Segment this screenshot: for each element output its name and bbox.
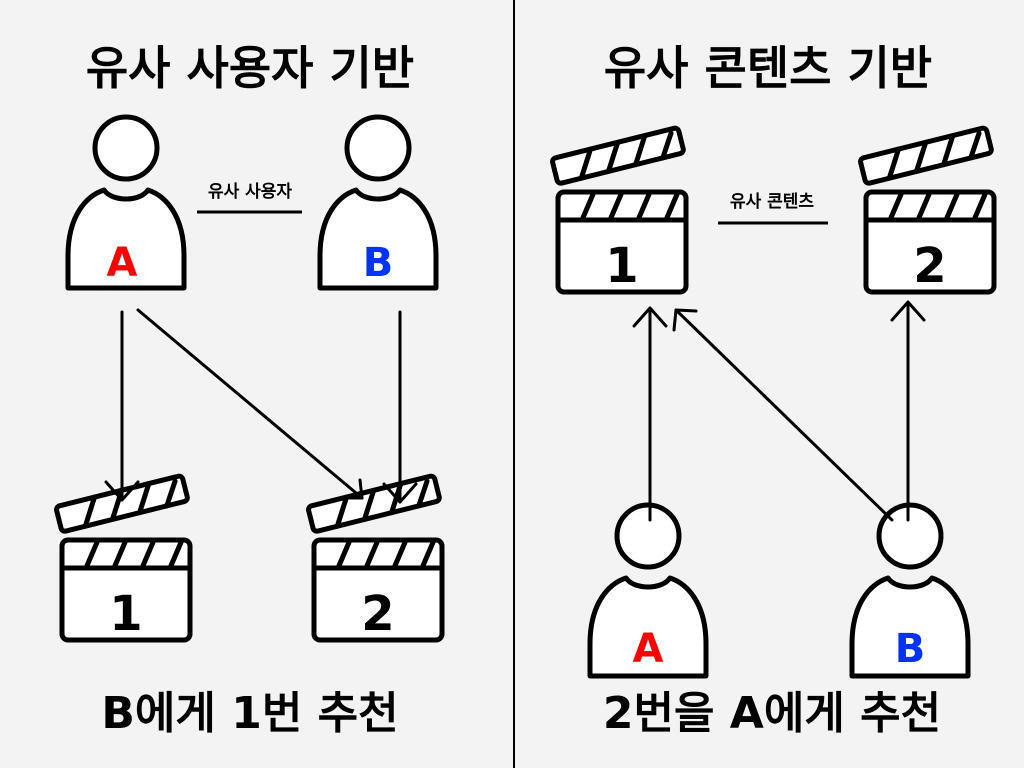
left-link-label: 유사 사용자 [208, 182, 292, 202]
left-arrow-a-to-2 [136, 308, 364, 500]
right-link-label: 유사 콘텐츠 [730, 192, 814, 212]
left-clip-1-number: 1 [109, 586, 142, 642]
left-clip-2-number: 2 [361, 586, 394, 642]
right-clapperboard-2-icon: 2 [860, 127, 994, 294]
right-panel-caption: 2번을 A에게 추천 [603, 688, 941, 739]
right-user-b-icon: B [852, 505, 968, 676]
left-user-b-icon: B [320, 117, 436, 288]
left-clapperboard-2-icon: 2 [308, 475, 442, 642]
left-panel-title: 유사 사용자 기반 [86, 41, 414, 95]
right-user-b-letter: B [895, 626, 926, 672]
right-user-a-letter: A [633, 626, 664, 672]
left-arrow-a-to-1 [104, 310, 140, 502]
right-clapperboard-1-icon: 1 [552, 127, 686, 294]
right-user-a-icon: A [590, 505, 706, 676]
right-panel-title: 유사 콘텐츠 기반 [604, 41, 932, 95]
right-panel: 유사 콘텐츠 기반 1 2 유사 콘텐츠 A B [552, 41, 994, 739]
right-arrow-b-to-1 [672, 308, 894, 522]
right-clip-2-number: 2 [913, 238, 946, 294]
right-arrow-b-to-2 [890, 300, 926, 522]
right-arrow-a-to-1 [632, 306, 668, 522]
left-user-a-letter: A [107, 240, 138, 286]
left-user-a-icon: A [68, 117, 184, 288]
left-user-b-letter: B [363, 240, 394, 286]
left-arrow-b-to-2 [382, 310, 418, 504]
left-panel: 유사 사용자 기반 A B 유사 사용자 1 2 [56, 41, 442, 739]
left-panel-caption: B에게 1번 추천 [101, 688, 398, 739]
left-clapperboard-1-icon: 1 [56, 475, 190, 642]
right-clip-1-number: 1 [605, 238, 638, 294]
